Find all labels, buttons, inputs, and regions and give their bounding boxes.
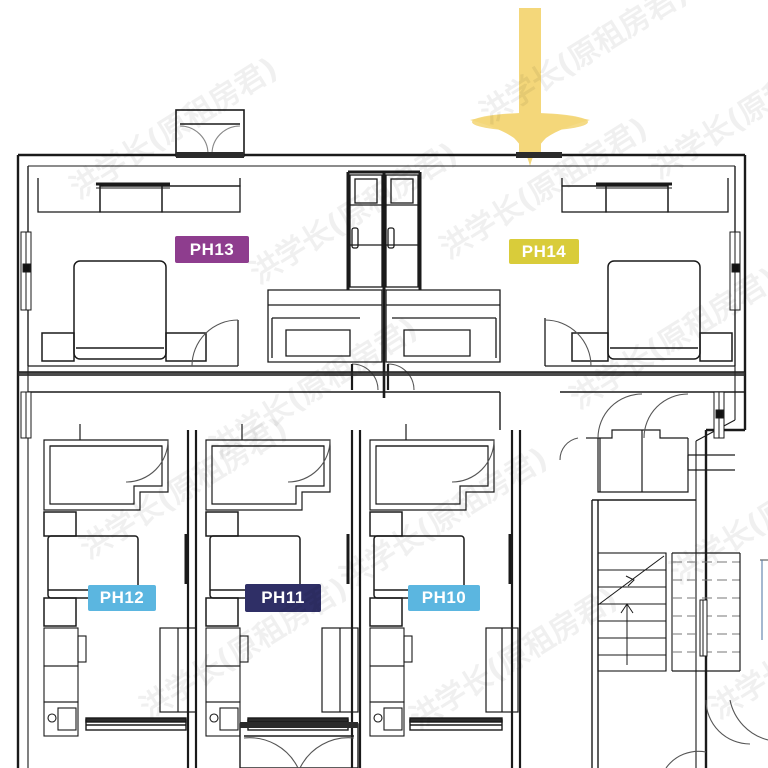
bathroom-partition-walls <box>346 170 422 290</box>
ph14-bed <box>571 260 733 362</box>
room-ph10 <box>369 424 495 511</box>
main-entrance-threshold <box>516 152 562 158</box>
corridor-right-window <box>713 391 725 439</box>
ph10-bottom-window <box>409 717 503 731</box>
building-outline <box>16 153 747 768</box>
ph13-window <box>20 231 32 311</box>
stair-right-edge <box>672 552 741 672</box>
central-kitchen-counters <box>267 289 501 363</box>
corridor-stubs <box>687 454 735 471</box>
ph14-window <box>729 231 741 311</box>
ph12-bathroom-door-swing <box>125 439 169 483</box>
corridor-left-window <box>20 391 32 439</box>
ph10-lower-fixtures <box>369 627 413 737</box>
ph12-wardrobe <box>159 627 197 713</box>
ph11-bathroom-door-swing <box>287 439 331 483</box>
room-ph12 <box>43 424 169 511</box>
balcony-double-door-swing <box>179 125 241 155</box>
stair-window <box>699 599 708 657</box>
central-bathrooms <box>349 174 419 288</box>
lower-right-misc <box>729 559 768 741</box>
room-label-ph11[interactable]: PH11 <box>245 584 321 612</box>
ph13-door-swing <box>191 319 239 367</box>
staircase <box>597 552 673 672</box>
room-label-ph12[interactable]: PH12 <box>88 585 156 611</box>
corridor-wall-fill <box>18 372 745 376</box>
corridor-door-swings <box>597 393 689 439</box>
bottom-entry-door-swings <box>243 737 355 768</box>
ph11-lower-fixtures <box>205 627 249 737</box>
ph12-bottom-window <box>85 717 187 731</box>
stair-break-line <box>597 555 665 606</box>
ph12-lower-fixtures <box>43 627 87 737</box>
lower-right-door-swings <box>665 699 751 768</box>
room-ph13 <box>27 166 241 367</box>
room-ph11 <box>205 424 331 511</box>
bottom-entry-threshold <box>240 722 358 728</box>
room-label-ph13[interactable]: PH13 <box>175 236 249 263</box>
ph11-wardrobe <box>321 627 359 713</box>
room-label-ph14[interactable]: PH14 <box>509 239 579 264</box>
corridor-door-alcoves <box>586 429 689 493</box>
stair-up-arrow <box>620 603 634 665</box>
bathroom-door-leaves <box>350 364 390 390</box>
ph10-bathroom-door-swing <box>451 439 495 483</box>
top-left-balcony <box>175 109 245 157</box>
balcony-threshold <box>176 152 244 158</box>
ph13-bed <box>41 260 207 362</box>
entrance-direction-arrow <box>470 8 590 166</box>
ph10-wardrobe <box>485 627 519 713</box>
mid-corridor-wall <box>18 371 745 430</box>
room-ph14 <box>544 166 736 367</box>
corridor-curve-left <box>559 437 579 461</box>
ph14-door-swing <box>544 319 592 367</box>
room-label-ph10[interactable]: PH10 <box>408 585 480 611</box>
